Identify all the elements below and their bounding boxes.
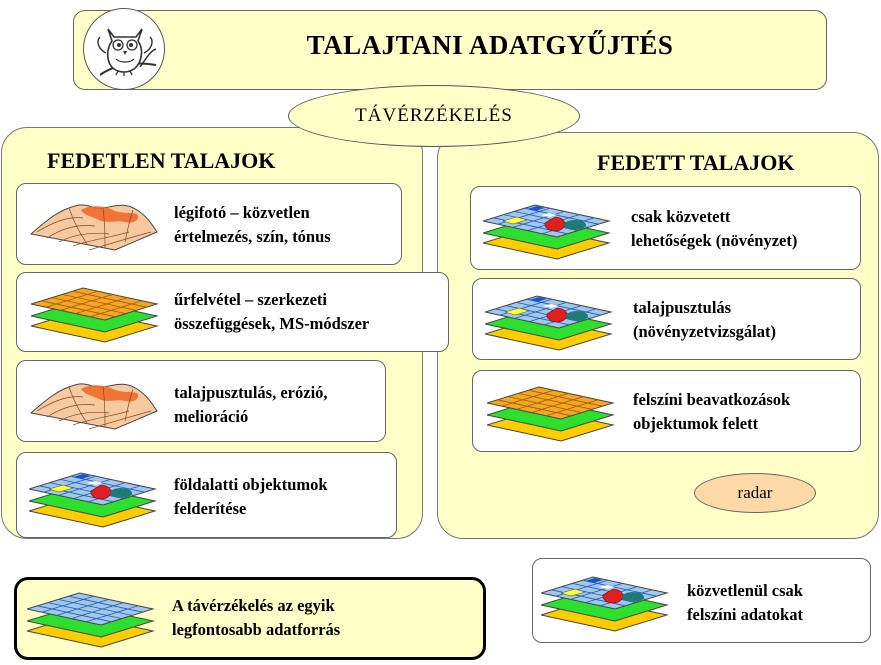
gis-layers-icon — [483, 197, 613, 261]
remote-sensing-ellipse: TÁVÉRZÉKELÉS — [288, 85, 580, 147]
right-panel-title: FEDETT TALAJOK — [597, 150, 795, 175]
card-line: talajpusztulás, erózió, — [174, 383, 328, 402]
card-line: melioráció — [174, 407, 249, 426]
card-line: csak közvetett — [631, 207, 731, 226]
radar-badge: radar — [694, 473, 816, 513]
card-line: objektumok felett — [633, 414, 759, 433]
card-line: felszíni beavatkozások — [633, 390, 791, 409]
indirect-options-card: csak közvetett lehetőségek (növényzet) — [470, 186, 861, 270]
owl-icon — [83, 8, 165, 90]
remote-sensing-label: TÁVÉRZÉKELÉS — [355, 105, 513, 126]
box-line: felszíni adatokat — [687, 605, 803, 624]
card-line: (növényzetvizsgálat) — [633, 322, 776, 341]
card-line: értelmezés, szín, tónus — [174, 227, 331, 246]
surface-interventions-card: felszíni beavatkozások objektumok felett — [472, 370, 861, 452]
gis-layers-icon — [29, 465, 159, 529]
terrain-relief-icon — [30, 383, 158, 430]
title-banner — [73, 10, 827, 90]
vegetation-study-card: talajpusztulás (növényzetvizsgálat) — [472, 278, 861, 360]
card-line: légifotó – közvetlen — [174, 203, 310, 222]
left-panel-title: FEDETLEN TALAJOK — [47, 148, 276, 173]
blue-grid-layers-icon — [27, 592, 154, 648]
underground-objects-card: földalatti objektumok felderítése — [16, 452, 397, 538]
stacked-grid-layers-icon — [487, 386, 614, 442]
aerial-photo-card: légifotó – közvetlen értelmezés, szín, t… — [16, 183, 402, 265]
stacked-grid-layers-icon — [31, 287, 158, 343]
terrain-relief-icon — [30, 204, 158, 251]
gis-layers-icon — [541, 569, 671, 633]
surface-data-box: közvetlenül csak felszíni adatokat — [532, 558, 871, 643]
card-line: földalatti objektumok — [174, 475, 328, 494]
erosion-card: talajpusztulás, erózió, melioráció — [16, 360, 386, 442]
card-line: lehetőségek (növényzet) — [631, 231, 798, 250]
box-line: legfontosabb adatforrás — [172, 620, 341, 639]
radar-label: radar — [737, 483, 773, 502]
key-data-source-box: A távérzékelés az egyik legfontosabb ada… — [14, 577, 486, 660]
card-line: űrfelvétel – szerkezeti — [174, 290, 327, 309]
box-line: A távérzékelés az egyik — [172, 596, 335, 615]
card-line: összefüggések, MS-módszer — [174, 314, 370, 333]
box-line: közvetlenül csak — [687, 581, 803, 600]
card-line: felderítése — [174, 499, 247, 518]
gis-layers-icon — [485, 288, 615, 352]
card-line: talajpusztulás — [633, 298, 732, 317]
page-title: TALAJTANI ADATGYŰJTÉS — [306, 30, 674, 60]
satellite-image-card: űrfelvétel – szerkezeti összefüggések, M… — [16, 272, 449, 352]
